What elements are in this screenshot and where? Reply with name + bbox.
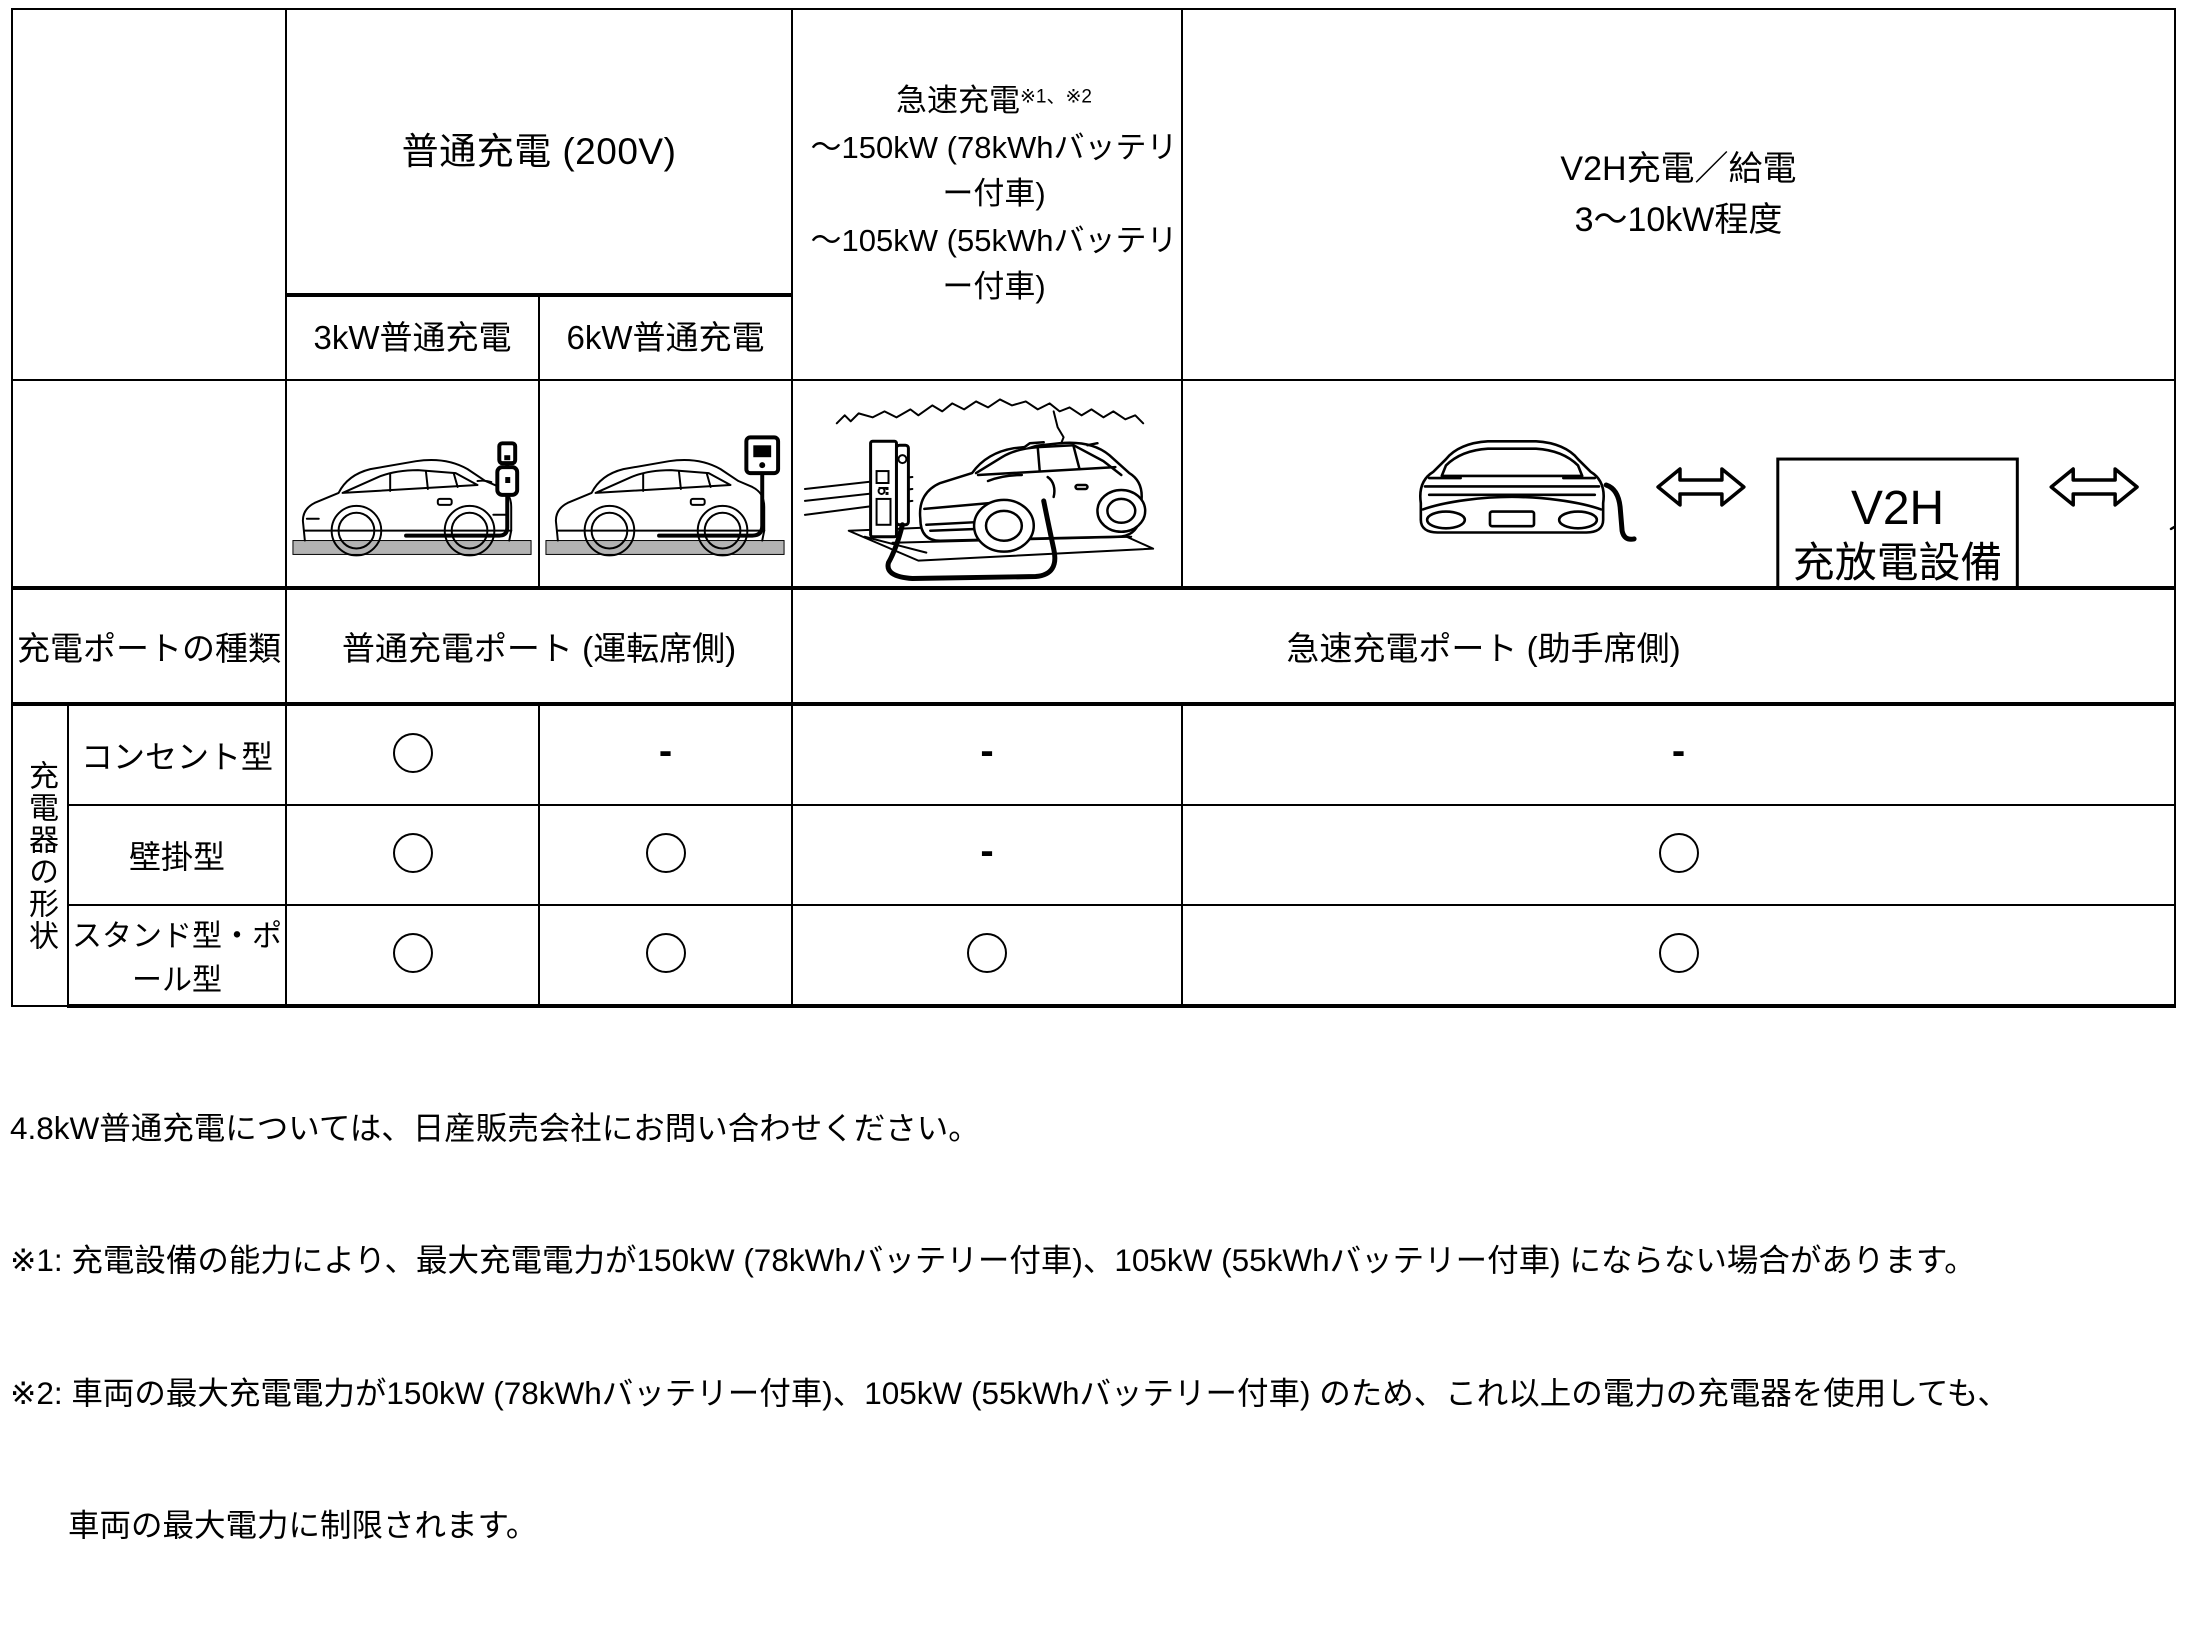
quick-charge-port-value: 急速充電ポート (助手席側): [791, 586, 2176, 705]
header-v2h: V2H充電／給電 3〜10kW程度: [1181, 8, 2176, 381]
availability-mark-circle: [1658, 832, 1699, 873]
quick-charger-scene-icon: [803, 398, 1155, 581]
footnote-2: ※2: 車両の最大充電電力が150kW (78kWhバッテリー付車)、105kW…: [10, 1374, 2009, 1411]
quick-charge-title-line: 急速充電※1、※2: [807, 78, 1181, 125]
availability-mark-circle: [967, 932, 1007, 973]
cell-konsento-v2h: -: [1181, 702, 2176, 806]
car-wallbox-side-icon: [545, 435, 785, 557]
illustration-3kw-cell: [285, 379, 540, 589]
availability-mark-circle: [392, 832, 433, 873]
illustration-v2h-cell: V2H 充放電設備: [1181, 379, 2176, 589]
illustration-v2h: V2H 充放電設備: [1183, 381, 2174, 586]
left-double-arrow-icon: [1656, 467, 1746, 507]
cell-stand-quick: [791, 904, 1183, 1008]
port-type-label: 充電ポートの種類: [11, 586, 287, 705]
v2h-box-line2: 充放電設備: [1793, 539, 2003, 586]
v2h-diagram-icon: V2H 充放電設備: [1419, 440, 2174, 586]
row-label-stand-pole: スタンド型・ポール型: [67, 904, 287, 1008]
footnotes: 4.8kW普通充電については、日産販売会社にお問い合わせください。 ※1: 充電…: [10, 1018, 2180, 1635]
cell-kabekake-3kw: [285, 804, 540, 906]
availability-mark-circle: [392, 932, 433, 973]
v2h-header-line2: 3〜10kW程度: [1574, 200, 1783, 239]
table-row: スタンド型・ポール型: [12, 904, 2176, 1008]
v2h-box-line1: V2H: [1851, 482, 1944, 535]
charging-comparison-table: 普通充電 (200V) 急速充電※1、※2 〜150kW (78kWhバッテリー…: [11, 8, 2176, 1008]
cell-stand-3kw: [285, 904, 540, 1008]
v2h-header-line1: V2H充電／給電: [1560, 149, 1797, 188]
cell-stand-v2h: [1181, 904, 2176, 1008]
availability-mark-circle: [1658, 932, 1699, 973]
illustration-3kw: [287, 381, 538, 586]
quick-charge-line1: 〜150kW (78kWhバッテリー付車): [810, 129, 1178, 212]
illustration-row: V2H 充放電設備: [11, 379, 2176, 589]
cell-konsento-quick: -: [791, 702, 1183, 806]
illustration-blank-left: [11, 379, 287, 589]
port-type-row: 充電ポートの種類 普通充電ポート (運転席側) 急速充電ポート (助手席側): [11, 586, 2176, 705]
table-row: 充電器の形状 コンセント型 - - -: [11, 702, 2176, 1007]
right-double-arrow-icon: [2049, 467, 2139, 507]
car-plug-side-icon: [292, 441, 532, 557]
footnote-1: ※1: 充電設備の能力により、最大充電電力が150kW (78kWhバッテリー付…: [10, 1242, 1976, 1279]
availability-mark-dash: -: [1671, 729, 1686, 773]
availability-mark-circle: [392, 732, 433, 773]
header-row-top: 普通充電 (200V) 急速充電※1、※2 〜150kW (78kWhバッテリー…: [11, 8, 2176, 381]
availability-mark-dash: -: [980, 729, 994, 773]
availability-mark-circle: [645, 932, 686, 973]
cell-konsento-3kw: [285, 702, 540, 806]
cell-kabekake-quick: -: [791, 804, 1183, 906]
quick-charge-footnote-marks: ※1、※2: [1020, 86, 1092, 108]
cell-konsento-6kw: -: [538, 702, 793, 806]
table-row: 壁掛型 -: [12, 804, 2176, 906]
illustration-quick-charge-cell: [791, 379, 1183, 589]
normal-charge-port-value: 普通充電ポート (運転席側): [285, 586, 793, 705]
header-3kw: 3kW普通充電: [285, 293, 540, 381]
row-label-kabekake: 壁掛型: [67, 804, 287, 906]
illustration-6kw-cell: [538, 379, 793, 589]
availability-mark-circle: [645, 832, 686, 873]
illustration-quick-charge: [793, 381, 1181, 586]
availability-mark-dash: -: [980, 829, 994, 873]
header-quick-charge: 急速充電※1、※2 〜150kW (78kWhバッテリー付車) 〜105kW (…: [791, 8, 1183, 381]
footnote-3: 車両の最大電力に制限されます。: [68, 1507, 538, 1544]
cell-stand-6kw: [538, 904, 793, 1008]
cell-kabekake-v2h: [1181, 804, 2176, 906]
row-label-konsento: コンセント型: [67, 702, 287, 806]
header-6kw: 6kW普通充電: [538, 293, 793, 381]
charging-spec-table-page: 普通充電 (200V) 急速充電※1、※2 〜150kW (78kWhバッテリー…: [10, 8, 2176, 1543]
quick-charge-title: 急速充電: [896, 83, 1020, 119]
header-corner-blank: [11, 8, 287, 381]
cell-kabekake-6kw: [538, 804, 793, 906]
quick-charge-line2: 〜105kW (55kWhバッテリー付車): [810, 222, 1178, 305]
availability-mark-dash: -: [658, 729, 673, 773]
illustration-6kw: [540, 381, 791, 586]
footnote-0: 4.8kW普通充電については、日産販売会社にお問い合わせください。: [10, 1110, 980, 1147]
header-row-sub: 3kW普通充電 6kW普通充電: [12, 293, 2175, 381]
charger-shape-axis-label: 充電器の形状: [11, 702, 69, 1007]
header-normal-charge: 普通充電 (200V): [285, 8, 793, 296]
v2h-equipment-box: [1776, 457, 2019, 586]
